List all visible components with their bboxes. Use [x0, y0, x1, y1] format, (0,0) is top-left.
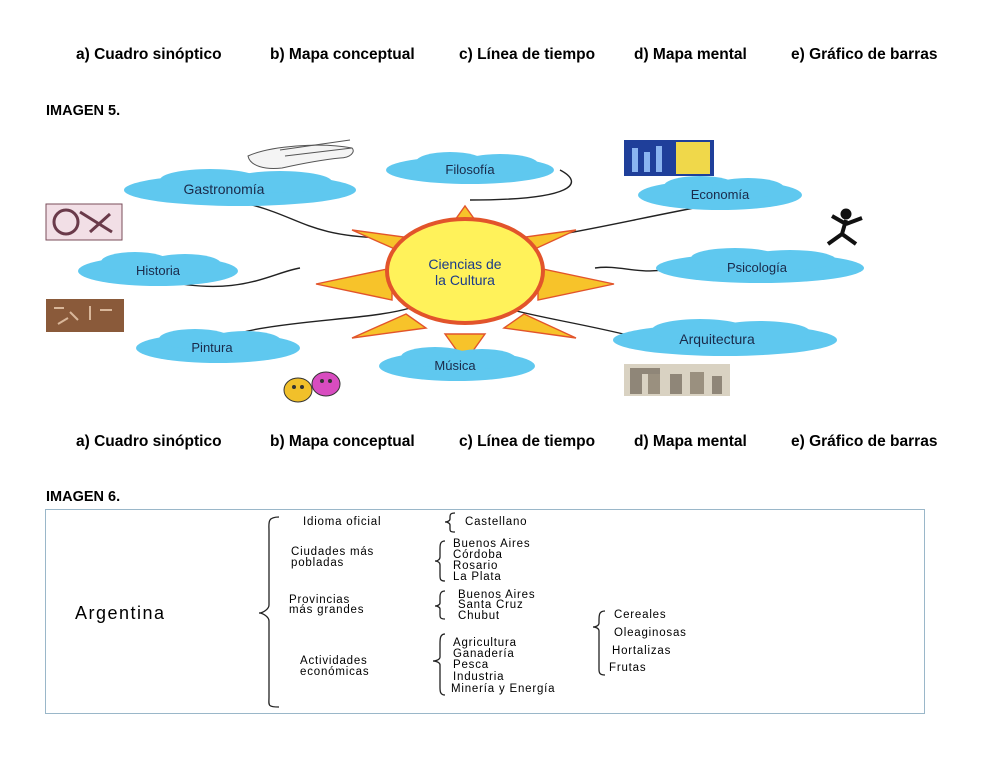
- branch-label: más grandes: [289, 604, 364, 616]
- braces: [258, 512, 606, 708]
- option-b[interactable]: b) Mapa conceptual: [270, 46, 415, 63]
- synoptic-table-frame: [45, 509, 925, 714]
- branch-item: Rosario: [453, 560, 498, 572]
- branch-item: Minería y Energía: [451, 683, 555, 695]
- sun-center: [385, 217, 545, 325]
- branch-label: Idioma oficial: [303, 516, 381, 528]
- branch-label: Ciudades más: [291, 546, 374, 558]
- branch-item: Agricultura: [453, 637, 517, 649]
- dancing-figure: [826, 208, 863, 246]
- cloud-pintura: [136, 329, 300, 363]
- clouds: [78, 152, 864, 381]
- image6-heading: IMAGEN 6.: [46, 489, 121, 505]
- hand-clipart: [247, 139, 354, 169]
- branch-item: Santa Cruz: [458, 599, 524, 611]
- branch-label: pobladas: [291, 557, 344, 569]
- mind-map: Ciencias de la Cultura Filosofía Gastron…: [45, 139, 864, 403]
- branch-item: Buenos Aires: [458, 589, 535, 601]
- node-economia: Economía: [691, 187, 750, 202]
- branch-item: Córdoba: [453, 549, 503, 561]
- option-a[interactable]: a) Cuadro sinóptico: [76, 46, 222, 63]
- branch-label: económicas: [300, 666, 369, 678]
- branch-item: La Plata: [453, 571, 502, 583]
- node-historia: Historia: [136, 263, 181, 278]
- branch-item: Buenos Aires: [453, 538, 530, 550]
- node-musica: Música: [434, 358, 476, 373]
- synoptic-table: Argentina Idioma oficial Castellano Ciud…: [75, 512, 687, 708]
- cloud-historia: [78, 252, 238, 286]
- cloud-economia: [638, 176, 802, 210]
- node-psicologia: Psicología: [727, 260, 788, 275]
- option-d[interactable]: d) Mapa mental: [634, 433, 747, 450]
- branch-item: Ganadería: [453, 648, 515, 660]
- branch-label: Actividades: [300, 655, 368, 667]
- sub-item: Cereales: [614, 609, 666, 621]
- options-row-2: a) Cuadro sinóptico b) Mapa conceptual c…: [0, 433, 1000, 455]
- node-gastronomia: Gastronomía: [184, 181, 265, 197]
- node-filosofia: Filosofía: [445, 162, 495, 177]
- image5-heading: IMAGEN 5.: [46, 103, 121, 119]
- cloud-arquitectura: [613, 319, 837, 356]
- options-row-1: a) Cuadro sinóptico b) Mapa conceptual c…: [0, 46, 1000, 68]
- center-line-1: Ciencias de: [428, 256, 501, 272]
- node-arquitectura: Arquitectura: [679, 331, 755, 347]
- branch-item: Industria: [453, 671, 504, 683]
- option-c[interactable]: c) Línea de tiempo: [459, 433, 596, 450]
- cloud-gastronomia: [124, 169, 356, 206]
- node-pintura: Pintura: [191, 340, 233, 355]
- gear-clipart: [45, 203, 123, 241]
- theater-masks: [283, 371, 341, 403]
- option-b[interactable]: b) Mapa conceptual: [270, 433, 415, 450]
- petroglyph-image: [46, 299, 124, 332]
- branch-item: Castellano: [465, 516, 527, 528]
- cloud-filosofia: [386, 152, 554, 184]
- option-c[interactable]: c) Línea de tiempo: [459, 46, 596, 63]
- cloud-psicologia: [656, 248, 864, 283]
- cloud-musica: [379, 347, 535, 381]
- option-a[interactable]: a) Cuadro sinóptico: [76, 433, 222, 450]
- sub-item: Oleaginosas: [614, 627, 687, 639]
- sun-rays: [315, 204, 615, 364]
- stonehenge-image: [624, 364, 730, 396]
- center-line-2: la Cultura: [435, 272, 495, 288]
- root-argentina: Argentina: [75, 603, 166, 623]
- option-e[interactable]: e) Gráfico de barras: [791, 46, 938, 63]
- option-d[interactable]: d) Mapa mental: [634, 46, 747, 63]
- sub-item: Hortalizas: [612, 645, 671, 657]
- branch-item: Chubut: [458, 610, 500, 622]
- option-e[interactable]: e) Gráfico de barras: [791, 433, 938, 450]
- branch-label: Provincias: [289, 594, 350, 606]
- branch-item: Pesca: [453, 659, 489, 671]
- economy-image: [624, 140, 714, 176]
- sub-item: Frutas: [609, 662, 646, 674]
